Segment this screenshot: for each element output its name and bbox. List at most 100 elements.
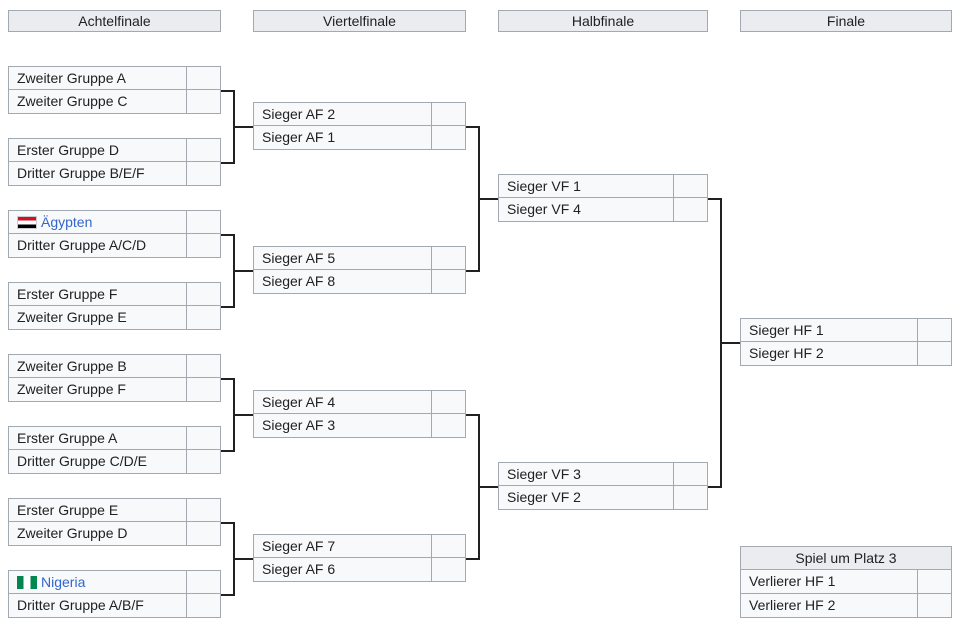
score-cell <box>431 126 465 149</box>
connector-line <box>466 414 480 416</box>
score-cell <box>673 486 707 509</box>
r16-match-2-team2: Dritter Gruppe B/E/F <box>8 162 221 186</box>
qf-match-2-team1: Sieger AF 5 <box>253 246 466 270</box>
score-cell <box>186 211 220 233</box>
qf-match-3: Sieger AF 4 Sieger AF 3 <box>253 390 466 438</box>
r16-match-8-team2: Dritter Gruppe A/B/F <box>8 594 221 618</box>
team-name: Sieger AF 7 <box>262 538 336 554</box>
team-name: Zweiter Gruppe A <box>17 70 126 86</box>
score-cell <box>673 463 707 485</box>
score-cell <box>186 355 220 377</box>
r16-match-7-team1: Erster Gruppe E <box>8 498 221 522</box>
qf-match-4: Sieger AF 7 Sieger AF 6 <box>253 534 466 582</box>
team-name: Sieger HF 1 <box>749 322 824 338</box>
sf-match-1-team1: Sieger VF 1 <box>498 174 708 198</box>
team-name: Sieger AF 2 <box>262 106 336 122</box>
qf-match-1: Sieger AF 2 Sieger AF 1 <box>253 102 466 150</box>
sf-match-1-team2: Sieger VF 4 <box>498 198 708 222</box>
score-cell <box>917 342 951 365</box>
third-place-match: Spiel um Platz 3 Verlierer HF 1 Verliere… <box>740 546 952 618</box>
score-cell <box>186 427 220 449</box>
score-cell <box>186 306 220 329</box>
third-place-header: Spiel um Platz 3 <box>740 546 952 570</box>
final-match: Sieger HF 1 Sieger HF 2 <box>740 318 952 366</box>
r16-match-7: Erster Gruppe E Zweiter Gruppe D <box>8 498 221 546</box>
connector-line <box>466 126 480 128</box>
score-cell <box>917 319 951 341</box>
score-cell <box>431 247 465 269</box>
team-name: Sieger AF 6 <box>262 561 336 577</box>
team-name: Erster Gruppe A <box>17 430 118 446</box>
score-cell <box>186 522 220 545</box>
connector-line <box>221 90 235 92</box>
r16-match-5-team1: Zweiter Gruppe B <box>8 354 221 378</box>
team-link-nigeria[interactable]: Nigeria <box>41 574 86 590</box>
team-name: Zweiter Gruppe D <box>17 525 128 541</box>
r16-match-3: Ägypten Dritter Gruppe A/C/D <box>8 210 221 258</box>
score-cell <box>186 571 220 593</box>
team-name: Dritter Gruppe C/D/E <box>17 453 147 469</box>
score-cell <box>186 139 220 161</box>
egypt-flag-icon <box>17 216 37 229</box>
r16-match-3-team2: Dritter Gruppe A/C/D <box>8 234 221 258</box>
r16-match-7-team2: Zweiter Gruppe D <box>8 522 221 546</box>
score-cell <box>673 175 707 197</box>
header-finale: Finale <box>740 10 952 32</box>
score-cell <box>186 234 220 257</box>
header-achtelfinale: Achtelfinale <box>8 10 221 32</box>
nigeria-flag-icon <box>17 576 37 589</box>
score-cell <box>186 450 220 473</box>
score-cell <box>186 499 220 521</box>
r16-match-8: Nigeria Dritter Gruppe A/B/F <box>8 570 221 618</box>
connector-line <box>221 522 235 524</box>
qf-match-4-team1: Sieger AF 7 <box>253 534 466 558</box>
r16-match-5: Zweiter Gruppe B Zweiter Gruppe F <box>8 354 221 402</box>
team-name: Sieger AF 4 <box>262 394 336 410</box>
r16-match-4-team1: Erster Gruppe F <box>8 282 221 306</box>
team-name: Ägypten <box>9 211 186 233</box>
connector-line <box>221 234 235 236</box>
score-cell <box>186 594 220 617</box>
r16-match-3-team1: Ägypten <box>8 210 221 234</box>
team-name: Nigeria <box>9 571 186 593</box>
qf-match-4-team2: Sieger AF 6 <box>253 558 466 582</box>
team-link-egypt[interactable]: Ägypten <box>41 214 93 230</box>
connector-line <box>221 594 235 596</box>
score-cell <box>431 391 465 413</box>
team-name: Sieger AF 3 <box>262 417 336 433</box>
r16-match-1: Zweiter Gruppe A Zweiter Gruppe C <box>8 66 221 114</box>
connector-line <box>708 198 722 200</box>
third-place-team2: Verlierer HF 2 <box>740 594 952 618</box>
score-cell <box>431 558 465 581</box>
r16-match-2-team1: Erster Gruppe D <box>8 138 221 162</box>
connector-line <box>221 378 235 380</box>
team-name: Zweiter Gruppe E <box>17 309 127 325</box>
connector-line <box>466 558 480 560</box>
connector-line <box>478 198 498 200</box>
r16-match-6-team1: Erster Gruppe A <box>8 426 221 450</box>
qf-match-2-team2: Sieger AF 8 <box>253 270 466 294</box>
sf-match-2-team2: Sieger VF 2 <box>498 486 708 510</box>
connector-line <box>708 486 722 488</box>
qf-match-1-team1: Sieger AF 2 <box>253 102 466 126</box>
score-cell <box>917 570 951 593</box>
team-name: Sieger VF 3 <box>507 466 581 482</box>
r16-match-4-team2: Zweiter Gruppe E <box>8 306 221 330</box>
r16-match-1-team1: Zweiter Gruppe A <box>8 66 221 90</box>
score-cell <box>431 535 465 557</box>
team-name: Erster Gruppe E <box>17 502 119 518</box>
r16-match-1-team2: Zweiter Gruppe C <box>8 90 221 114</box>
r16-match-5-team2: Zweiter Gruppe F <box>8 378 221 402</box>
connector-line <box>478 486 498 488</box>
team-name: Sieger AF 1 <box>262 129 336 145</box>
score-cell <box>186 283 220 305</box>
team-name: Sieger HF 2 <box>749 345 824 361</box>
r16-match-4: Erster Gruppe F Zweiter Gruppe E <box>8 282 221 330</box>
r16-match-8-team1: Nigeria <box>8 570 221 594</box>
connector-line <box>233 558 253 560</box>
team-name: Verlierer HF 1 <box>749 573 836 589</box>
team-name: Sieger AF 8 <box>262 273 336 289</box>
score-cell <box>186 90 220 113</box>
team-name: Sieger VF 2 <box>507 489 581 505</box>
final-team1: Sieger HF 1 <box>740 318 952 342</box>
